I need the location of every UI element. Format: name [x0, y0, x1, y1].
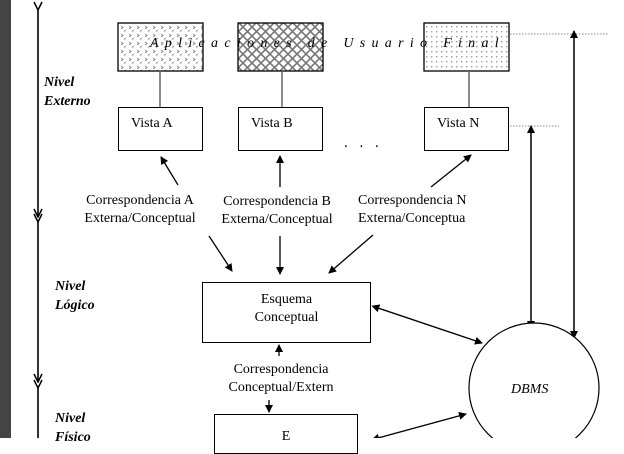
arrow-up-vista-n [430, 154, 472, 188]
conceptual-schema-line2: Conceptual [254, 310, 319, 325]
internal-schema-box: E [214, 414, 358, 454]
arrow-down-a [208, 235, 233, 272]
level-label-physical: Nivel Físico [55, 409, 91, 447]
view-label-n: Vista N [437, 116, 480, 131]
views-ellipsis: . . . [344, 135, 383, 151]
mapping-label-conceptual-internal: Correspondencia Conceptual/Extern [213, 361, 349, 397]
mapping-label-n-line2: Externa/Conceptua [358, 211, 466, 226]
view-box-n: Vista N [424, 107, 509, 151]
level-label-logical-line2: Lógico [55, 298, 95, 313]
dbms-circle [468, 322, 600, 438]
level-label-logical-line1: Nivel [55, 279, 86, 294]
view-label-b: Vista B [251, 116, 293, 131]
application-box-a [117, 22, 204, 72]
conceptual-schema-box: Esquema Conceptual [202, 282, 371, 343]
arrow-down-n [328, 234, 374, 274]
applications-title: Aplicaciones de Usuario Final [150, 36, 505, 51]
mapping-ci-line2: Conceptual/Extern [228, 380, 334, 395]
mapping-label-b-line2: Externa/Conceptual [221, 212, 333, 227]
conceptual-schema-line1: Esquema [260, 292, 313, 307]
mapping-label-b: Correspondencia B Externa/Conceptual [206, 193, 348, 229]
arrow-internal-dbms [371, 411, 467, 438]
mapping-label-a-line2: Externa/Conceptual [84, 211, 196, 226]
application-box-n [423, 22, 510, 72]
mapping-label-a: Correspondencia A Externa/Conceptual [70, 192, 210, 228]
level-label-external-line2: Externo [44, 94, 91, 109]
mapping-ci-line1: Correspondencia [233, 362, 329, 377]
level-label-logical: Nivel Lógico [55, 277, 95, 315]
level-label-physical-line1: Nivel [55, 411, 86, 426]
view-label-a: Vista A [131, 116, 173, 131]
diagram-lines [0, 0, 608, 438]
application-box-b [237, 22, 324, 72]
internal-schema-label: E [281, 429, 291, 444]
mapping-label-a-line1: Correspondencia A [86, 193, 194, 208]
view-box-b: Vista B [238, 107, 323, 151]
page-margin-bar [0, 0, 11, 438]
level-label-external: Nivel Externo [44, 73, 91, 111]
mapping-label-b-line1: Correspondencia B [223, 194, 331, 209]
arrow-conceptual-dbms [371, 304, 483, 345]
view-box-a: Vista A [118, 107, 203, 151]
dbms-label: DBMS [511, 382, 549, 397]
mapping-label-n-line1: Correspondencia N [358, 193, 467, 208]
mapping-label-n: Correspondencia N Externa/Conceptua [358, 192, 508, 228]
level-label-external-line1: Nivel [44, 75, 75, 90]
arrow-up-vista-a [160, 156, 179, 186]
